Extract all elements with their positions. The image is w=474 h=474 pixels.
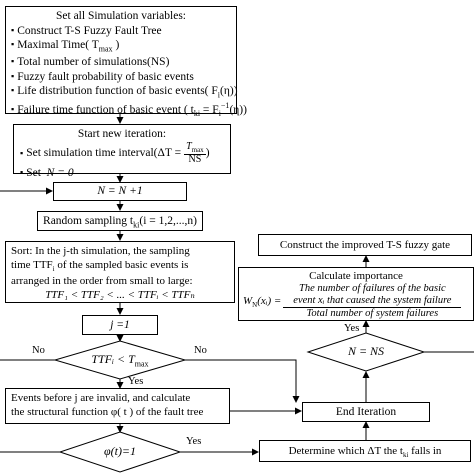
importance-numerator-2: event xᵢ that caused the system failure	[283, 295, 462, 309]
fraction-denominator: NS	[188, 154, 202, 166]
label-n-yes: Yes	[344, 323, 360, 334]
decision-ttf-text: TTFᵢ < T	[91, 352, 135, 366]
increment-n-text: N = N +1	[97, 185, 143, 197]
iteration-set-n: Set N = 0	[20, 166, 224, 181]
j-init-text: j =1	[110, 319, 130, 331]
label-phi-yes: Yes	[186, 436, 202, 447]
end-iteration-box: End Iteration	[302, 402, 430, 422]
init-title: Set all Simulation variables:	[56, 10, 186, 22]
j-init-box: j =1	[82, 315, 158, 335]
interval-delta: ΔT =	[157, 147, 182, 160]
importance-w-sub: N	[252, 300, 258, 309]
interval-fraction: Tmax NS	[184, 140, 206, 166]
max-time-sub: max	[98, 44, 113, 54]
iteration-box: Start new iteration: Set simulation time…	[13, 124, 231, 179]
construct-gate-box: Construct the improved T-S fuzzy gate	[258, 234, 472, 256]
init-item-max-time: Maximal Time( Tmax )	[11, 38, 231, 55]
label-ttf-yes: Yes	[128, 376, 144, 387]
set-prefix: Set	[26, 166, 41, 179]
init-item-fuzzy-probability: Fuzzy fault probability of basic events	[11, 70, 231, 85]
life-dist-eta: (η)	[220, 85, 234, 98]
decision-ttf-shape	[53, 340, 187, 380]
failure-time-inv: (η))	[229, 103, 247, 116]
determine-box: Determine which ΔT the tki falls in	[259, 440, 471, 462]
label-ttf-no: No	[32, 345, 45, 356]
decision-n-text: N = NS	[347, 344, 385, 358]
increment-n-box: N = N +1	[53, 182, 187, 201]
importance-box: Calculate importance WN(xᵢ) = The number…	[238, 267, 474, 321]
importance-w: W	[243, 294, 253, 307]
fraction-numerator: T	[186, 140, 192, 152]
sort-line-2-tail: of the sampled basic events is	[54, 259, 189, 272]
importance-numerator-1: The number of failures of the basic	[299, 283, 446, 295]
events-box: Events before j are invalid, and calcula…	[5, 388, 230, 424]
events-line-1: Events before j are invalid, and calcula…	[11, 392, 191, 404]
importance-fraction: The number of failures of the basic even…	[283, 283, 462, 320]
construct-gate-text: Construct the improved T-S fuzzy gate	[279, 239, 451, 251]
set-expr: N = 0	[46, 166, 74, 179]
determine-text: Determine which ΔT the t	[288, 445, 403, 457]
init-item-failure-time: Failure time function of basic event ( t…	[11, 101, 247, 119]
life-dist-text: Life distribution function of basic even…	[17, 85, 218, 98]
decision-phi-shape	[58, 431, 182, 473]
iteration-title: Start new iteration:	[77, 128, 167, 140]
importance-title: Calculate importance	[309, 270, 403, 282]
arrow-ttf-no-to-end	[185, 359, 300, 403]
failure-time-text: Failure time function of basic event ( t	[17, 103, 194, 116]
sort-ttf: time TTF	[11, 259, 53, 272]
decision-phi: φ(t)=1	[70, 444, 170, 459]
label-ttf-no-right: No	[194, 345, 207, 356]
sort-box: Sort: In the j-th simulation, the sampli…	[5, 241, 235, 303]
init-item-simulations: Total number of simulations(NS)	[11, 55, 231, 70]
determine-sub: ki	[402, 451, 409, 460]
max-time-text: Maximal Time( T	[17, 39, 99, 52]
sampling-tail: (i = 1,2,...,n)	[139, 215, 197, 227]
decision-ttf-sub: max	[134, 359, 149, 369]
decision-n: N = NS	[316, 344, 416, 359]
importance-lhs: WN(xᵢ) =	[243, 294, 281, 310]
init-box: Set all Simulation variables: Construct …	[5, 6, 247, 118]
decision-phi-text: φ(t)=1	[103, 444, 137, 458]
sampling-text: Random sampling t	[43, 215, 134, 227]
sort-line-3: arranged in the order from small to larg…	[11, 275, 193, 288]
iteration-interval: Set simulation time interval( ΔT = Tmax …	[20, 140, 224, 166]
sort-line-1: Sort: In the j-th simulation, the sampli…	[11, 245, 190, 257]
init-item-fault-tree: Construct T-S Fuzzy Fault Tree	[11, 24, 231, 39]
decision-n-shape	[306, 332, 426, 372]
sampling-sub: ki	[133, 220, 140, 230]
end-iteration-text: End Iteration	[335, 406, 397, 418]
sort-line-2: time TTFi of the sampled basic events is	[11, 259, 189, 274]
fraction-numerator-sub: max	[191, 145, 204, 154]
events-line-2: the structural function φ( t ) of the fa…	[11, 406, 204, 419]
sampling-box: Random sampling tki(i = 1,2,...,n)	[37, 211, 203, 231]
determine-tail: falls in	[408, 445, 442, 457]
importance-denominator: Total number of system failures	[306, 308, 439, 320]
importance-formula: WN(xᵢ) = The number of failures of the b…	[243, 283, 469, 320]
failure-time-eq: = F	[200, 103, 219, 116]
decision-ttf: TTFᵢ < Tmax	[60, 352, 180, 368]
sort-line-4: TTF₁ < TTF₂ < ... < TTFᵢ < TTFₙ	[45, 289, 195, 302]
interval-prefix: Set simulation time interval(	[26, 147, 158, 160]
init-item-life-distribution: Life distribution function of basic even…	[11, 84, 237, 101]
importance-lhs-tail: (xᵢ) =	[257, 294, 282, 307]
